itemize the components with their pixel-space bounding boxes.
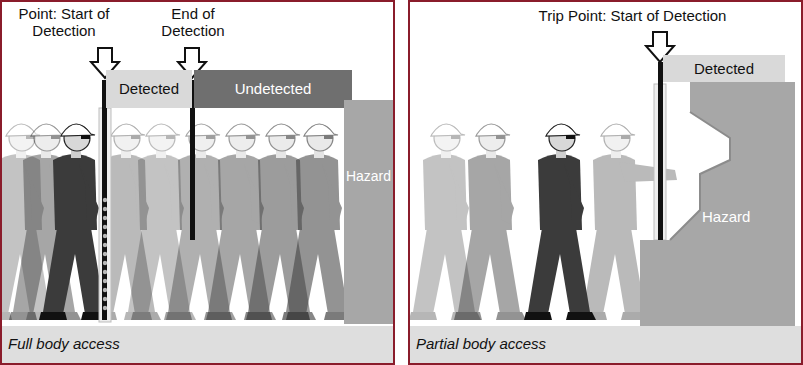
hazard-machine: Hazard <box>630 82 801 326</box>
light-curtain-beam <box>658 62 663 240</box>
floor-band <box>410 326 801 363</box>
node-text: Undetected <box>235 80 312 97</box>
node-text: Detected <box>119 80 179 97</box>
machine-outline <box>630 82 801 326</box>
start-point-label: Point: Start of Detection <box>4 5 124 40</box>
hazard-zone: Hazard <box>344 100 393 324</box>
panel-caption: Partial body access <box>416 335 716 352</box>
worker-figure <box>524 124 596 320</box>
trip-point-label: Trip Point: Start of Detection <box>470 7 795 24</box>
detection-band: Detected <box>663 55 785 82</box>
panel-caption: Full body access <box>8 335 308 352</box>
worker-figure <box>454 124 526 320</box>
panel-border <box>409 1 802 364</box>
node-text: Hazard <box>702 208 750 225</box>
walking-people <box>410 124 677 320</box>
end-point-label: End of Detection <box>150 5 236 40</box>
node-text: Hazard <box>346 168 391 184</box>
walking-people <box>2 124 354 320</box>
curtain-dots <box>103 198 107 310</box>
node-text: Detected <box>694 60 754 77</box>
detection-band: Detected <box>106 70 192 108</box>
floor-band <box>2 326 393 363</box>
panel-border <box>1 1 394 364</box>
light-curtain-beam <box>102 80 107 320</box>
detection-band: Undetected <box>194 70 352 108</box>
